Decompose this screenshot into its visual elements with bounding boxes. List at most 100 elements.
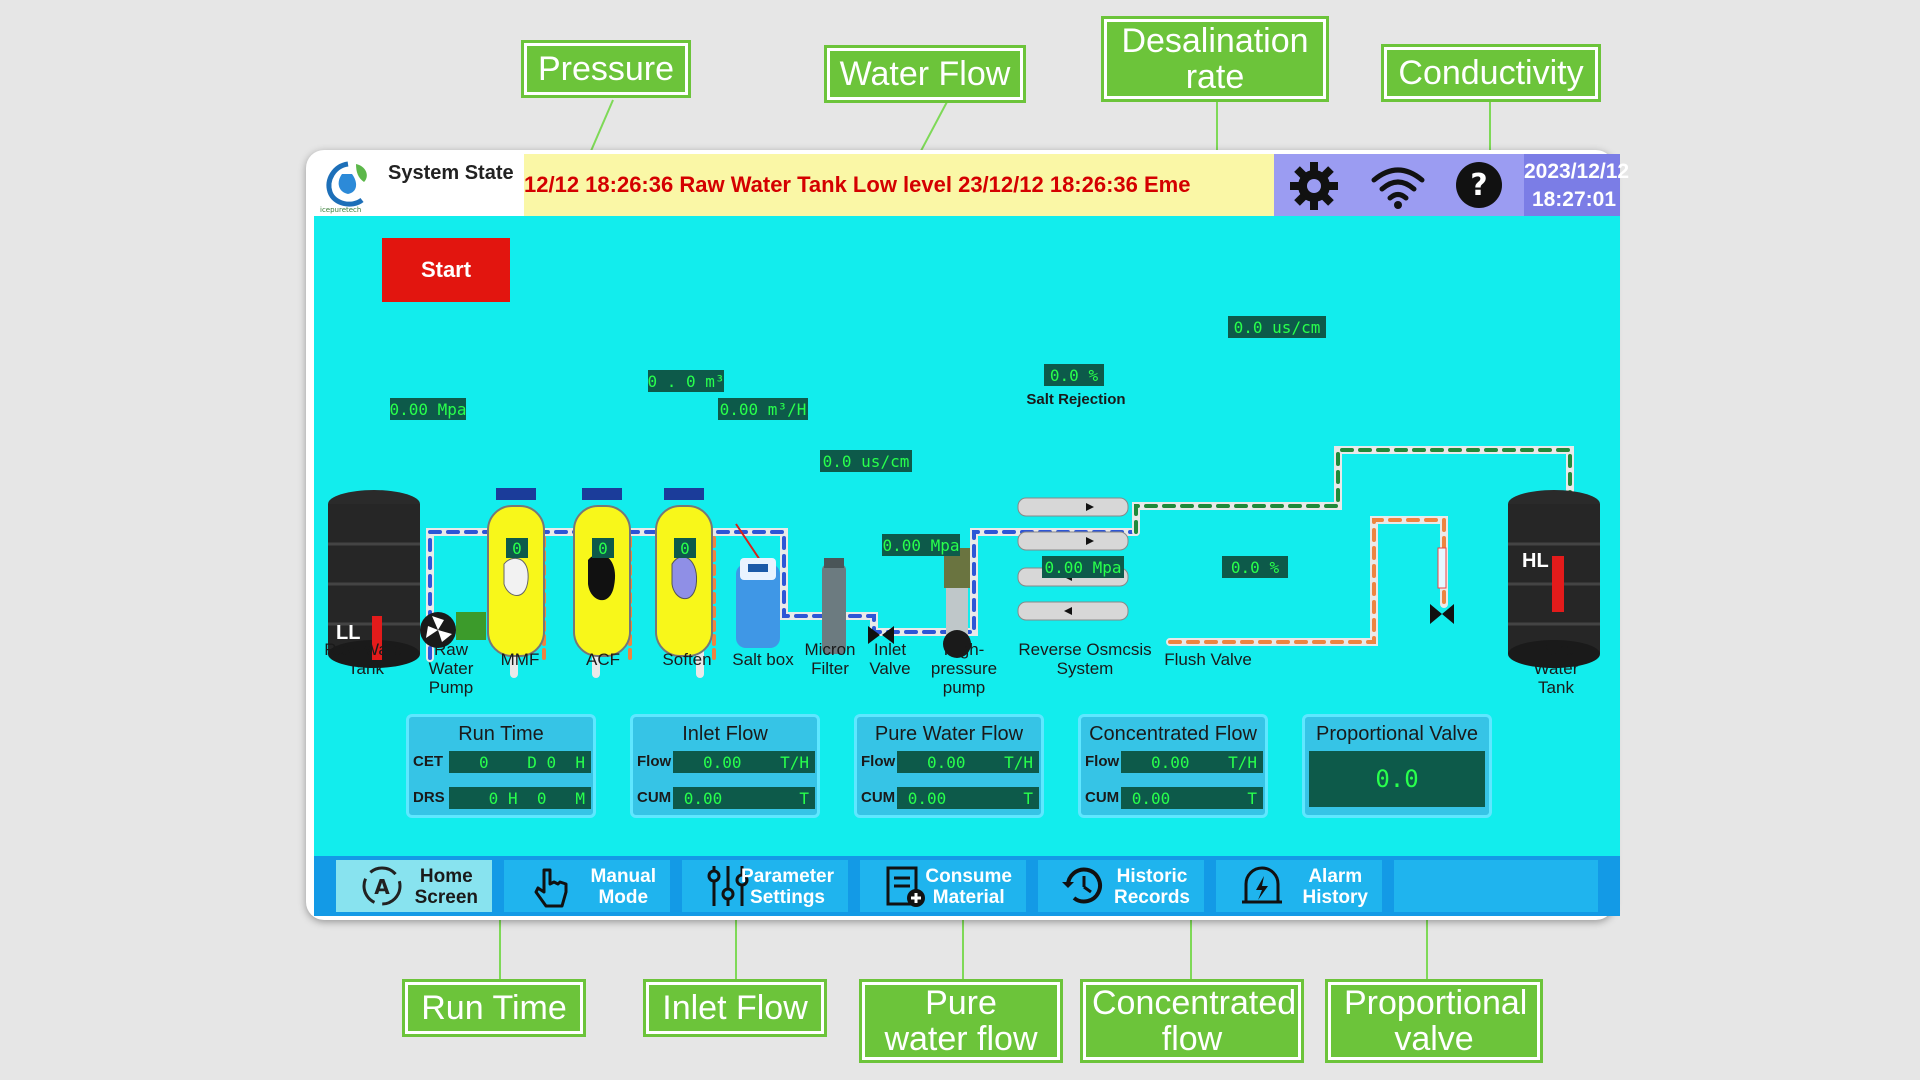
top-bar: icepuretech System State 12/12 18:26:36 …: [314, 154, 1630, 216]
callout-pure-water-text: Pure water flow: [884, 984, 1038, 1058]
callout-proportional-text: Proportional valve: [1344, 984, 1528, 1058]
callout-proportional-valve: Proportional valve: [1325, 979, 1543, 1063]
water-drop-leaf-logo-icon: icepuretech: [320, 161, 367, 214]
pure-water-tank: [1508, 490, 1600, 668]
callout-pressure: Pressure: [521, 40, 691, 98]
salt-rejection-display: 0.0 %: [1044, 364, 1104, 386]
nav-home-label2: Screen: [414, 887, 478, 908]
card-run-time-row2-value: 0 H 0 M: [449, 787, 591, 809]
time-label: 18:27:01: [1531, 188, 1616, 211]
callout-run-time: Run Time: [402, 979, 586, 1037]
nav-parameter-label1: Parameter: [741, 866, 834, 887]
callout-desalination-text: Desalination rate: [1121, 22, 1309, 96]
nav-parameter-label2: Settings: [750, 887, 825, 908]
callout-pure-water-flow: Pure water flow: [859, 979, 1063, 1063]
label-high-pressure-pump: High-pressure pump: [930, 640, 998, 697]
card-proportional-valve-value: 0.0: [1309, 751, 1485, 807]
card-inlet-flow-title: Inlet Flow: [682, 723, 768, 745]
card-pure-water-flow-row2-label: CUM: [861, 789, 896, 806]
card-concentrated-flow-row1-label: Flow: [1085, 753, 1120, 770]
card-pure-water-flow-row1-label: Flow: [861, 753, 896, 770]
card-inlet-flow-row1-label: Flow: [637, 753, 672, 770]
label-flush-valve: Flush Valve: [1164, 650, 1252, 669]
pressure-ro-display: 0.00 Mpa: [1042, 556, 1124, 578]
label-acf: ACF: [586, 650, 620, 669]
mmf-filter-icon: [487, 488, 545, 657]
sliders-icon: [707, 866, 749, 906]
label-inlet-valve: Inlet Valve: [869, 640, 911, 678]
card-pure-water-flow-row1-value: 0.00 T/H: [897, 751, 1039, 773]
water-flow-display: 0.00 m³/H: [718, 398, 808, 420]
help-icon[interactable]: ?: [1454, 160, 1504, 210]
alarm-ticker: 12/12 18:26:36 Raw Water Tank Low level …: [524, 154, 1274, 216]
card-concentrated-flow-row2-value: 0.00 T: [1121, 787, 1263, 809]
alarm-bell-icon: [1242, 866, 1282, 904]
wifi-icon[interactable]: [1368, 162, 1428, 212]
logo-caption: icepuretech: [320, 206, 361, 214]
nav-manual-label1: Manual: [590, 866, 656, 887]
hand-pointer-icon: [534, 868, 568, 908]
micron-filter-icon: [822, 558, 846, 654]
callout-water-flow: Water Flow: [824, 45, 1026, 103]
icon-bar: ?: [1274, 154, 1524, 216]
card-inlet-flow[interactable]: Inlet Flow Flow 0.00 T/H CUM 0.00 T: [630, 714, 820, 818]
conductivity-inlet-display: 0.0 us/cm: [820, 450, 912, 472]
inlet-valve-icon: [868, 626, 894, 644]
label-raw-water-pump: Raw Water Pump: [428, 640, 474, 697]
label-mmf: MMF: [500, 650, 540, 669]
water-volume-display: 0 . 0 m³: [647, 370, 725, 392]
card-inlet-flow-row1-value: 0.00 T/H: [673, 751, 815, 773]
gear-icon[interactable]: [1286, 158, 1342, 214]
card-pure-water-flow-title: Pure Water Flow: [874, 723, 1024, 745]
callout-inlet-flow: Inlet Flow: [643, 979, 827, 1037]
mmf-counter: 0: [506, 538, 528, 558]
nav-spacer: [1394, 860, 1598, 912]
raw-tank-level: LL: [336, 622, 361, 644]
start-button[interactable]: Start: [382, 238, 510, 302]
card-inlet-flow-row2-label: CUM: [637, 789, 672, 806]
flush-valve-icon: [1430, 547, 1454, 624]
nav-consume-label1: Consume: [925, 866, 1012, 887]
card-run-time[interactable]: Run Time CET 0 D 0 H DRS 0 H 0 M: [406, 714, 596, 818]
pressure-hp-display: 0.00 Mpa: [882, 534, 960, 556]
raw-water-pump-icon: [420, 612, 486, 648]
conductivity-out-display: 0.0 us/cm: [1228, 316, 1326, 338]
card-run-time-row1-value: 0 D 0 H: [449, 751, 591, 773]
clipboard-add-icon: [886, 866, 925, 907]
soften-filter-icon: [655, 488, 713, 657]
card-concentrated-flow[interactable]: Concentrated Flow Flow 0.00 T/H CUM 0.00…: [1078, 714, 1268, 818]
card-inlet-flow-row2-value: 0.00 T: [673, 787, 815, 809]
label-raw-water-tank: Raw Water Tank: [324, 640, 408, 678]
card-proportional-valve-title: Proportional Valve: [1316, 723, 1478, 745]
label-pure-water-tank: Pure Water Tank: [1533, 640, 1579, 697]
card-concentrated-flow-row2-label: CUM: [1085, 789, 1120, 806]
callout-conductivity: Conductivity: [1381, 44, 1601, 102]
svg-text:?: ?: [1470, 168, 1487, 203]
system-state-title: System State: [388, 162, 514, 184]
hmi-panel: icepuretech System State 12/12 18:26:36 …: [314, 154, 1630, 916]
nav-manual-label2: Mode: [598, 887, 649, 908]
hmi-screen-frame: icepuretech System State 12/12 18:26:36 …: [306, 150, 1629, 920]
card-run-time-row1-label: CET: [413, 753, 443, 770]
soften-counter: 0: [674, 538, 696, 558]
pressure-inlet-display: 0.00 Mpa: [389, 398, 467, 420]
card-pure-water-flow-row2-value: 0.00 T: [897, 787, 1039, 809]
card-concentrated-flow-row1-value: 0.00 T/H: [1121, 751, 1263, 773]
raw-water-tank: [328, 490, 420, 668]
card-pure-water-flow[interactable]: Pure Water Flow Flow 0.00 T/H CUM 0.00 T: [854, 714, 1044, 818]
nav-historic-label1: Historic: [1116, 866, 1188, 887]
card-proportional-valve[interactable]: Proportional Valve 0.0: [1302, 714, 1492, 818]
acf-filter-icon: [573, 488, 631, 657]
alarm-ticker-text: 12/12 18:26:36 Raw Water Tank Low level …: [524, 172, 1191, 197]
date-label: 2023/12/12: [1524, 160, 1630, 183]
svg-text:A: A: [374, 875, 390, 899]
history-icon: [1062, 867, 1102, 904]
acf-counter: 0: [592, 538, 614, 558]
